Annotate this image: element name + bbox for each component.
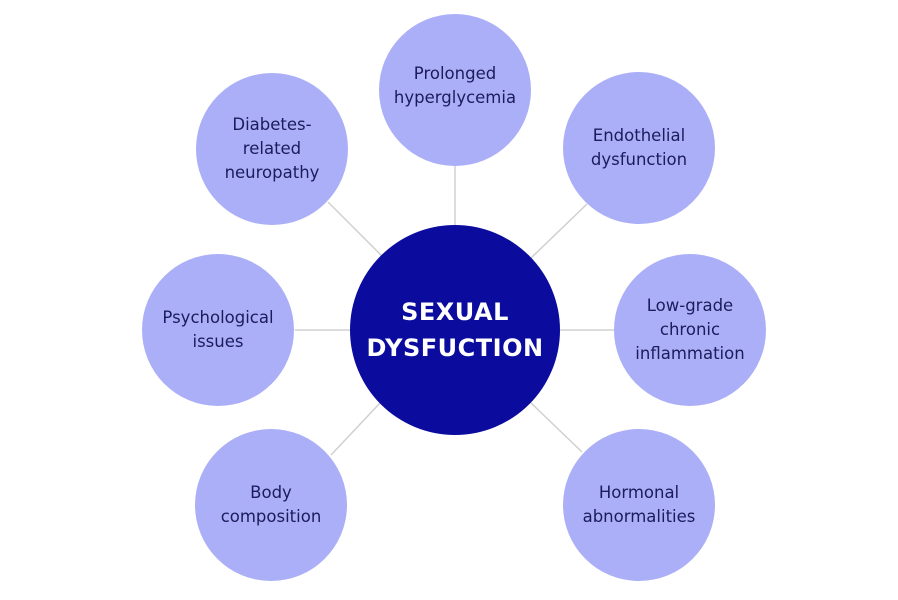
node-low-grade-chronic-inflammation: Low-grade chronic inflammation [614,254,766,406]
node-label: Diabetes- related neuropathy [224,115,320,182]
node-label: Body composition [220,483,322,526]
center-label: SEXUAL DYSFUCTION [366,298,544,362]
node-label: Hormonal abnormalities [582,483,696,526]
connector-hormonal-abnormalities [529,401,583,453]
node-label: Prolonged hyperglycemia [393,64,517,107]
node-label: Psychological issues [162,308,274,351]
node-prolonged-hyperglycemia: Prolonged hyperglycemia [379,14,531,166]
node-endothelial-dysfunction: Endothelial dysfunction [563,72,715,224]
connector-endothelial-dysfunction [529,203,588,260]
connector-diabetes-related-neuropathy [327,201,383,257]
connector-body-composition [330,402,381,456]
node-diabetes-related-neuropathy: Diabetes- related neuropathy [196,73,348,225]
node-label: Endothelial dysfunction [590,126,688,169]
node-label: Low-grade chronic inflammation [635,296,745,363]
node-hormonal-abnormalities: Hormonal abnormalities [563,429,715,581]
node-psychological-issues: Psychological issues [142,254,294,406]
center-node-sexual-dysfunction: SEXUAL DYSFUCTION [350,225,560,435]
node-body-composition: Body composition [195,429,347,581]
